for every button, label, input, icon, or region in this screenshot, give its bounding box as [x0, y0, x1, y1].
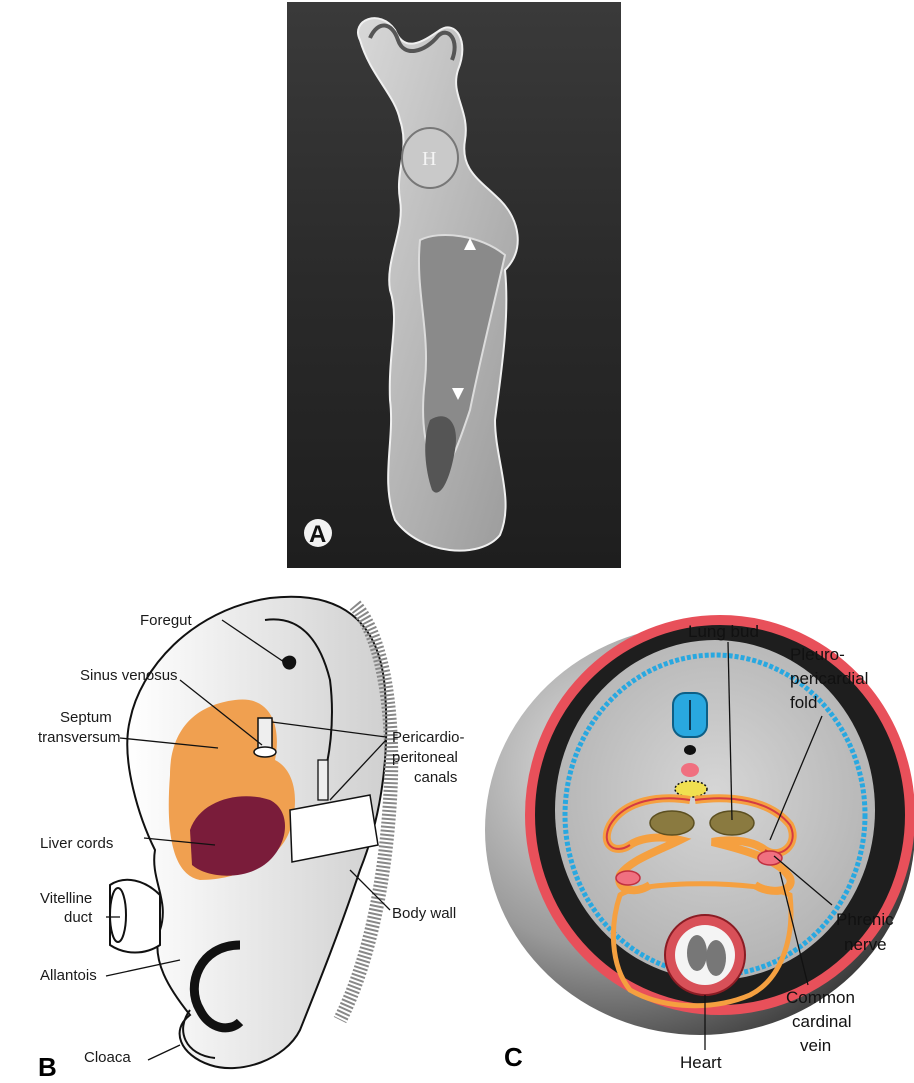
label-phrenic-2: nerve — [844, 935, 887, 954]
label-common-2: cardinal — [792, 1012, 852, 1031]
panel-a-letter: A — [309, 521, 326, 548]
panel-b: Foregut Sinus venosus Septum transversum… — [38, 597, 465, 1082]
label-allantois: Allantois — [40, 967, 97, 984]
label-septum-1: Septum — [60, 709, 112, 726]
label-liver-cords: Liver cords — [40, 835, 113, 852]
label-common-3: vein — [800, 1036, 831, 1055]
cardinal-vein-left — [616, 871, 640, 885]
heart-marker: H — [422, 148, 436, 170]
lung-bud-left — [650, 811, 694, 835]
label-lung-bud: Lung bud — [688, 622, 759, 641]
cardinal-vein-right — [758, 851, 782, 865]
label-pericardio-2: peritoneal — [392, 749, 458, 766]
label-pericardio-3: canals — [414, 769, 457, 786]
label-common-1: Common — [786, 988, 855, 1007]
label-pericardio-1: Pericardio- — [392, 729, 465, 746]
panel-a: H A — [287, 2, 621, 568]
heart-chamber-right — [706, 940, 726, 976]
label-phrenic-1: Phrenic — [836, 910, 894, 929]
label-pleuro-3: fold — [790, 693, 817, 712]
notochord — [684, 745, 696, 755]
leader-cloaca — [148, 1045, 180, 1060]
label-pleuro-1: Pleuro- — [790, 645, 845, 664]
panel-c-letter: C — [504, 1042, 523, 1072]
label-cloaca: Cloaca — [84, 1049, 131, 1066]
vitelline-duct-lumen — [110, 888, 126, 942]
panel-c: Lung bud Pleuro- pericardial fold Phreni… — [485, 620, 914, 1072]
label-septum-2: transversum — [38, 729, 121, 746]
label-foregut: Foregut — [140, 612, 193, 629]
label-vitelline-1: Vitelline — [40, 890, 92, 907]
sinus-venosus-opening — [254, 747, 276, 757]
label-pleuro-2: pericardial — [790, 669, 868, 688]
pericardial-canal-upper — [318, 760, 328, 800]
gut — [675, 781, 707, 797]
label-sinus-venosus: Sinus venosus — [80, 667, 178, 684]
label-vitelline-2: duct — [64, 909, 93, 926]
label-heart: Heart — [680, 1053, 722, 1072]
label-body-wall: Body wall — [392, 905, 456, 922]
heart-chamber-left — [687, 935, 707, 971]
panel-b-letter: B — [38, 1052, 57, 1082]
aorta — [681, 763, 699, 777]
